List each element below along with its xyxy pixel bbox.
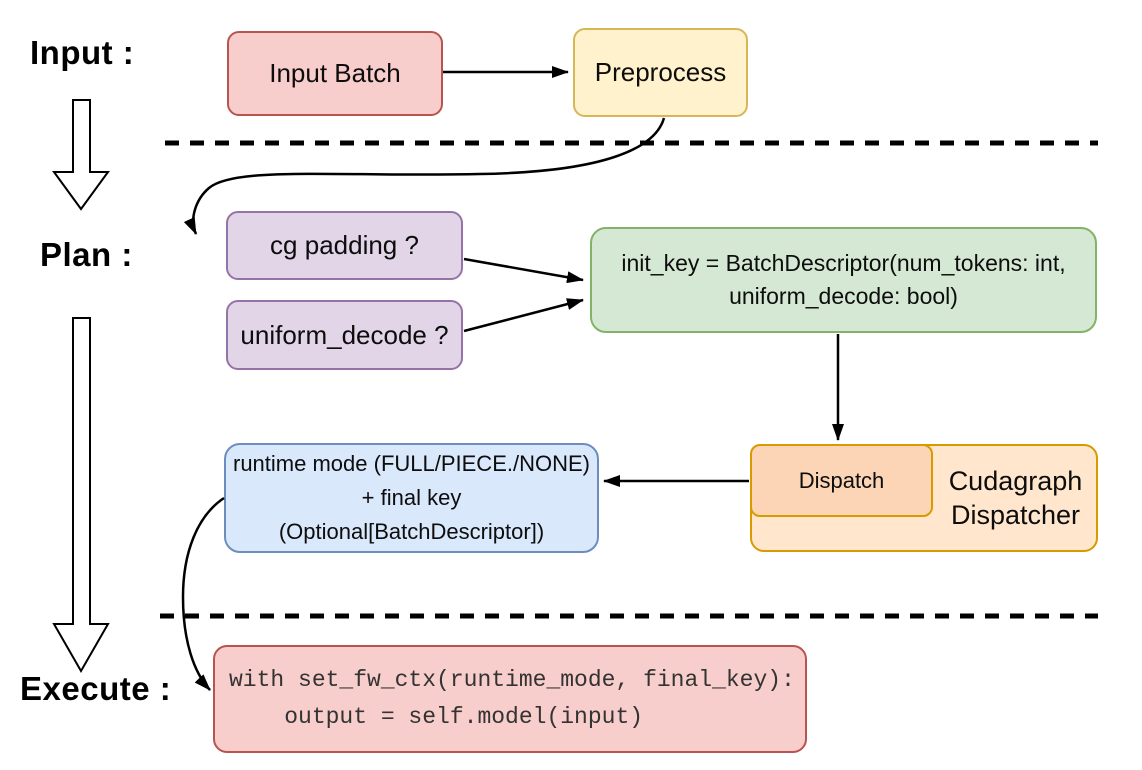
node-cudagraph-dispatcher-line2: Dispatcher [950,500,1081,530]
node-cudagraph-dispatcher-label: Cudagraph Dispatcher [935,446,1096,550]
node-init-key-line1: init_key = BatchDescriptor(num_tokens: i… [621,250,1066,276]
node-dispatch-label: Dispatch [798,467,885,493]
arrow-cgpadding-to-initkey [463,257,584,284]
node-runtime-mode: runtime mode (FULL/PIECE./NONE) + final … [224,443,599,553]
node-runtime-mode-line2: + final key (Optional[BatchDescriptor]) [278,485,545,544]
hollow-arrow-plan-to-execute [52,317,110,674]
node-execute-code: with set_fw_ctx(runtime_mode, final_key)… [213,645,807,753]
node-init-key-line2: uniform_decode: bool) [729,283,958,309]
node-input-batch-label: Input Batch [269,58,401,88]
node-preprocess: Preprocess [573,28,748,117]
stage-label-plan: Plan : [40,236,133,273]
node-dispatch: Dispatch [750,444,933,517]
stage-label-execute: Execute : [20,670,172,707]
arrow-uniformdecode-to-initkey [463,298,584,333]
execute-code-line2: output = self.model(input) [229,704,644,730]
node-init-key: init_key = BatchDescriptor(num_tokens: i… [590,227,1097,333]
node-cg-padding: cg padding ? [226,211,463,280]
node-input-batch: Input Batch [227,31,443,116]
stage-label-input: Input : [30,34,135,71]
node-cg-padding-label: cg padding ? [270,230,419,260]
node-cudagraph-dispatcher-line1: Cudagraph [948,466,1083,496]
hollow-arrow-input-to-plan [52,99,110,211]
node-uniform-decode: uniform_decode ? [226,300,463,370]
node-runtime-mode-line1: runtime mode (FULL/PIECE./NONE) [233,451,590,476]
node-uniform-decode-label: uniform_decode ? [240,319,449,350]
node-preprocess-label: Preprocess [594,57,727,87]
execute-code-line1: with set_fw_ctx(runtime_mode, final_key)… [229,667,795,693]
